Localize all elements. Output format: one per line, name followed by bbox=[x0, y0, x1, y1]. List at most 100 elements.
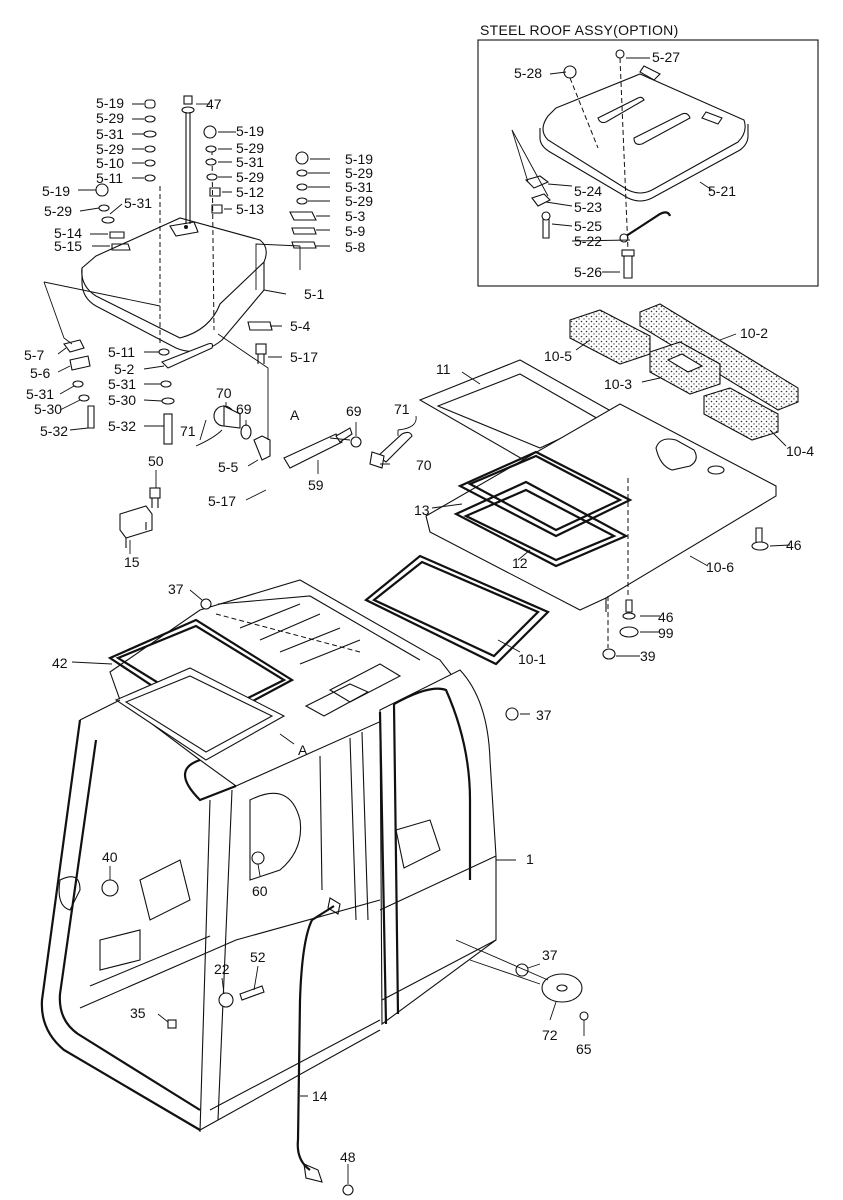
label-15: 15 bbox=[124, 554, 140, 570]
label-99: 99 bbox=[658, 625, 674, 641]
label-5-8: 5-8 bbox=[345, 239, 365, 255]
label-14: 14 bbox=[312, 1088, 328, 1104]
hardware-stack-center bbox=[203, 125, 223, 214]
label-59: 59 bbox=[308, 477, 324, 493]
label-5-1: 5-1 bbox=[304, 286, 324, 302]
label-10-6: 10-6 bbox=[706, 559, 734, 575]
label-5-19: 5-19 bbox=[96, 95, 124, 111]
label-50: 50 bbox=[148, 453, 164, 469]
label-5-15: 5-15 bbox=[54, 238, 82, 254]
inset-title: STEEL ROOF ASSY(OPTION) bbox=[480, 22, 679, 38]
label-48: 48 bbox=[340, 1149, 356, 1165]
label-10-1: 10-1 bbox=[518, 651, 546, 667]
inset-frame bbox=[477, 39, 819, 287]
label-5-29: 5-29 bbox=[96, 141, 124, 157]
label-22: 22 bbox=[214, 961, 230, 977]
label-10-2: 10-2 bbox=[740, 325, 768, 341]
label-5-28: 5-28 bbox=[514, 65, 542, 81]
label-69: 69 bbox=[236, 401, 252, 417]
label-5-17: 5-17 bbox=[290, 349, 318, 365]
steel-roof-drawing bbox=[511, 49, 749, 279]
roof-seal-10-1 bbox=[363, 554, 550, 666]
label-5-31: 5-31 bbox=[345, 179, 373, 195]
label-37: 37 bbox=[542, 947, 558, 963]
label-37: 37 bbox=[536, 707, 552, 723]
label-13: 13 bbox=[414, 502, 430, 518]
label-37: 37 bbox=[168, 581, 184, 597]
label-12: 12 bbox=[512, 555, 528, 571]
label-52: 52 bbox=[250, 949, 266, 965]
label-46: 46 bbox=[658, 609, 674, 625]
label-5-21: 5-21 bbox=[708, 183, 736, 199]
label-5-19: 5-19 bbox=[345, 151, 373, 167]
label-5-32: 5-32 bbox=[40, 423, 68, 439]
cab-body-1 bbox=[40, 579, 589, 1196]
roof-panel-10-6 bbox=[425, 403, 777, 612]
label-46: 46 bbox=[786, 537, 802, 553]
label-5-30: 5-30 bbox=[34, 401, 62, 417]
label-70: 70 bbox=[416, 457, 432, 473]
label-5-11: 5-11 bbox=[108, 344, 135, 360]
label-60: 60 bbox=[252, 883, 268, 899]
label-5-29: 5-29 bbox=[236, 140, 264, 156]
part-labels: 5-19 47 5-29 5-31 5-29 5-10 5-11 5-19 5-… bbox=[24, 49, 814, 1165]
label-72: 72 bbox=[542, 1027, 558, 1043]
label-10-3: 10-3 bbox=[604, 376, 632, 392]
label-5-31: 5-31 bbox=[108, 376, 136, 392]
label-47: 47 bbox=[206, 96, 222, 112]
hardware-right bbox=[602, 478, 769, 660]
foam-blocks bbox=[569, 303, 799, 441]
label-5-2: 5-2 bbox=[114, 361, 134, 377]
label-42: 42 bbox=[52, 655, 68, 671]
label-5-19: 5-19 bbox=[236, 123, 264, 139]
gas-spring-59 bbox=[195, 333, 417, 469]
label-5-5: 5-5 bbox=[218, 459, 238, 475]
bracket-15 bbox=[119, 487, 161, 548]
leader-lines bbox=[57, 57, 791, 1184]
label-5-7: 5-7 bbox=[24, 347, 44, 363]
roof-cover-5-1 bbox=[43, 217, 301, 353]
label-5-13: 5-13 bbox=[236, 201, 264, 217]
label-5-29: 5-29 bbox=[345, 165, 373, 181]
label-69: 69 bbox=[346, 403, 362, 419]
label-5-29: 5-29 bbox=[345, 193, 373, 209]
glass-frames-12-13 bbox=[453, 450, 633, 568]
label-5-31: 5-31 bbox=[236, 154, 264, 170]
label-5-17: 5-17 bbox=[208, 493, 236, 509]
label-5-29: 5-29 bbox=[44, 203, 72, 219]
label-A: A bbox=[298, 742, 308, 758]
hardware-stack-left bbox=[95, 95, 215, 346]
label-5-27: 5-27 bbox=[652, 49, 680, 65]
label-5-30: 5-30 bbox=[108, 392, 136, 408]
label-10-4: 10-4 bbox=[786, 443, 814, 459]
label-A: A bbox=[290, 407, 300, 423]
label-5-19: 5-19 bbox=[42, 183, 70, 199]
label-5-25: 5-25 bbox=[574, 218, 602, 234]
label-5-29: 5-29 bbox=[236, 169, 264, 185]
hardware-stack-right bbox=[247, 151, 317, 364]
label-5-32: 5-32 bbox=[108, 418, 136, 434]
label-70: 70 bbox=[216, 385, 232, 401]
label-40: 40 bbox=[102, 849, 118, 865]
label-5-10: 5-10 bbox=[96, 155, 124, 171]
label-5-3: 5-3 bbox=[345, 208, 365, 224]
label-5-14: 5-14 bbox=[54, 225, 82, 241]
label-5-6: 5-6 bbox=[30, 365, 50, 381]
label-1: 1 bbox=[526, 851, 534, 867]
label-5-26: 5-26 bbox=[574, 264, 602, 280]
label-5-23: 5-23 bbox=[574, 199, 602, 215]
label-5-12: 5-12 bbox=[236, 184, 264, 200]
label-71: 71 bbox=[180, 423, 196, 439]
label-5-11: 5-11 bbox=[96, 170, 123, 186]
label-5-9: 5-9 bbox=[345, 223, 365, 239]
label-5-22: 5-22 bbox=[574, 233, 602, 249]
label-5-24: 5-24 bbox=[574, 183, 602, 199]
label-39: 39 bbox=[640, 648, 656, 664]
label-10-5: 10-5 bbox=[544, 348, 572, 364]
label-65: 65 bbox=[576, 1041, 592, 1057]
label-5-29: 5-29 bbox=[96, 110, 124, 126]
label-35: 35 bbox=[130, 1005, 146, 1021]
label-11: 11 bbox=[436, 361, 451, 377]
